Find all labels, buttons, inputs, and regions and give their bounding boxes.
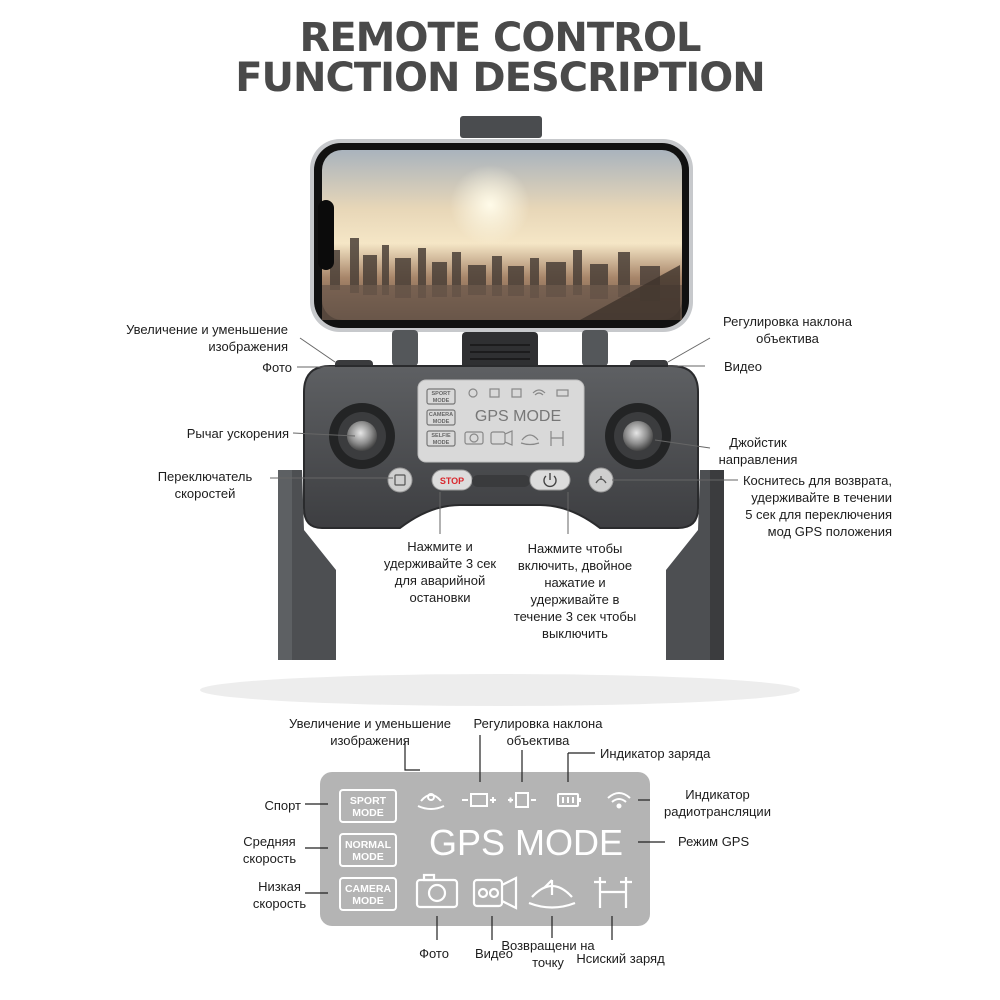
svg-text:SPORT: SPORT <box>350 795 387 807</box>
phone <box>310 139 693 332</box>
svg-text:SELFIE: SELFIE <box>431 433 451 439</box>
label-video: Видео <box>724 359 762 374</box>
speed-switch-button[interactable] <box>387 467 413 493</box>
panel-top-icons <box>417 792 631 810</box>
panel-label-photo: Фото <box>419 946 449 961</box>
svg-text:MODE: MODE <box>352 895 384 907</box>
label-rth: Коснитесь для возврата,удерживайте в теч… <box>742 473 892 539</box>
svg-text:MODE: MODE <box>352 851 384 863</box>
svg-text:MODE: MODE <box>352 807 384 819</box>
svg-text:CAMERA: CAMERA <box>345 883 391 895</box>
panel-label-video: Видео <box>475 946 513 961</box>
stop-button[interactable] <box>431 469 473 491</box>
rth-icon <box>595 476 607 484</box>
leg-right <box>666 470 724 660</box>
svg-text:CAMERA: CAMERA <box>429 412 453 418</box>
lcd-icons <box>464 388 569 446</box>
panel-bottom-icons <box>415 873 632 910</box>
label-throttle: Рычаг ускорения <box>186 426 289 441</box>
panel-label-sport: Спорт <box>264 798 301 813</box>
tilt-icon <box>515 792 529 808</box>
svg-text:MODE: MODE <box>433 440 450 446</box>
clamp-ridges <box>470 344 530 360</box>
button-channel <box>472 475 530 487</box>
svg-text:SPORT: SPORT <box>432 391 452 397</box>
clamp-arm-right <box>582 330 608 366</box>
zoom-icon <box>470 793 488 807</box>
title-line-1: REMOTE CONTROL <box>299 15 702 61</box>
photo-icon <box>415 878 459 909</box>
lcd-mode-title: GPS MODE <box>475 408 561 425</box>
panel-label-battery: Индикатор заряда <box>600 746 711 761</box>
battery-icon <box>557 793 579 807</box>
stop-button-label: STOP <box>440 476 464 486</box>
svg-text:MODE: MODE <box>433 419 450 425</box>
panel-label-gps: Режим GPS <box>678 834 750 849</box>
low-battery-icon <box>594 877 632 908</box>
remote-callouts <box>270 337 738 534</box>
panel-label-low-battery: Нсиский заряд <box>576 951 665 966</box>
shadow <box>200 674 800 706</box>
leg-left <box>278 470 336 660</box>
phone-clamp-top <box>460 116 542 138</box>
lcd-screen <box>417 379 585 463</box>
speed-switch-icon <box>394 474 406 486</box>
svg-text:MODE: MODE <box>433 398 450 404</box>
panel-mode-title: GPS MODE <box>429 822 623 863</box>
panel-callouts <box>305 735 665 940</box>
panel-badges: SPORT MODE NORMAL MODE CAMERA MODE <box>339 789 397 911</box>
phone-notch <box>318 200 334 270</box>
right-joystick[interactable] <box>605 403 671 469</box>
video-icon <box>472 878 504 908</box>
left-joystick[interactable] <box>329 403 395 469</box>
svg-text:NORMAL: NORMAL <box>345 839 392 851</box>
power-icon <box>543 473 557 488</box>
title-line-2: FUNCTION DESCRIPTION <box>235 55 766 101</box>
clamp-arm-left <box>392 330 418 366</box>
mode-panel <box>320 772 650 926</box>
signal-icon <box>607 792 631 803</box>
lcd-badges: SPORT MODE CAMERA MODE SELFIE MODE <box>426 388 456 447</box>
label-photo: Фото <box>262 360 292 375</box>
